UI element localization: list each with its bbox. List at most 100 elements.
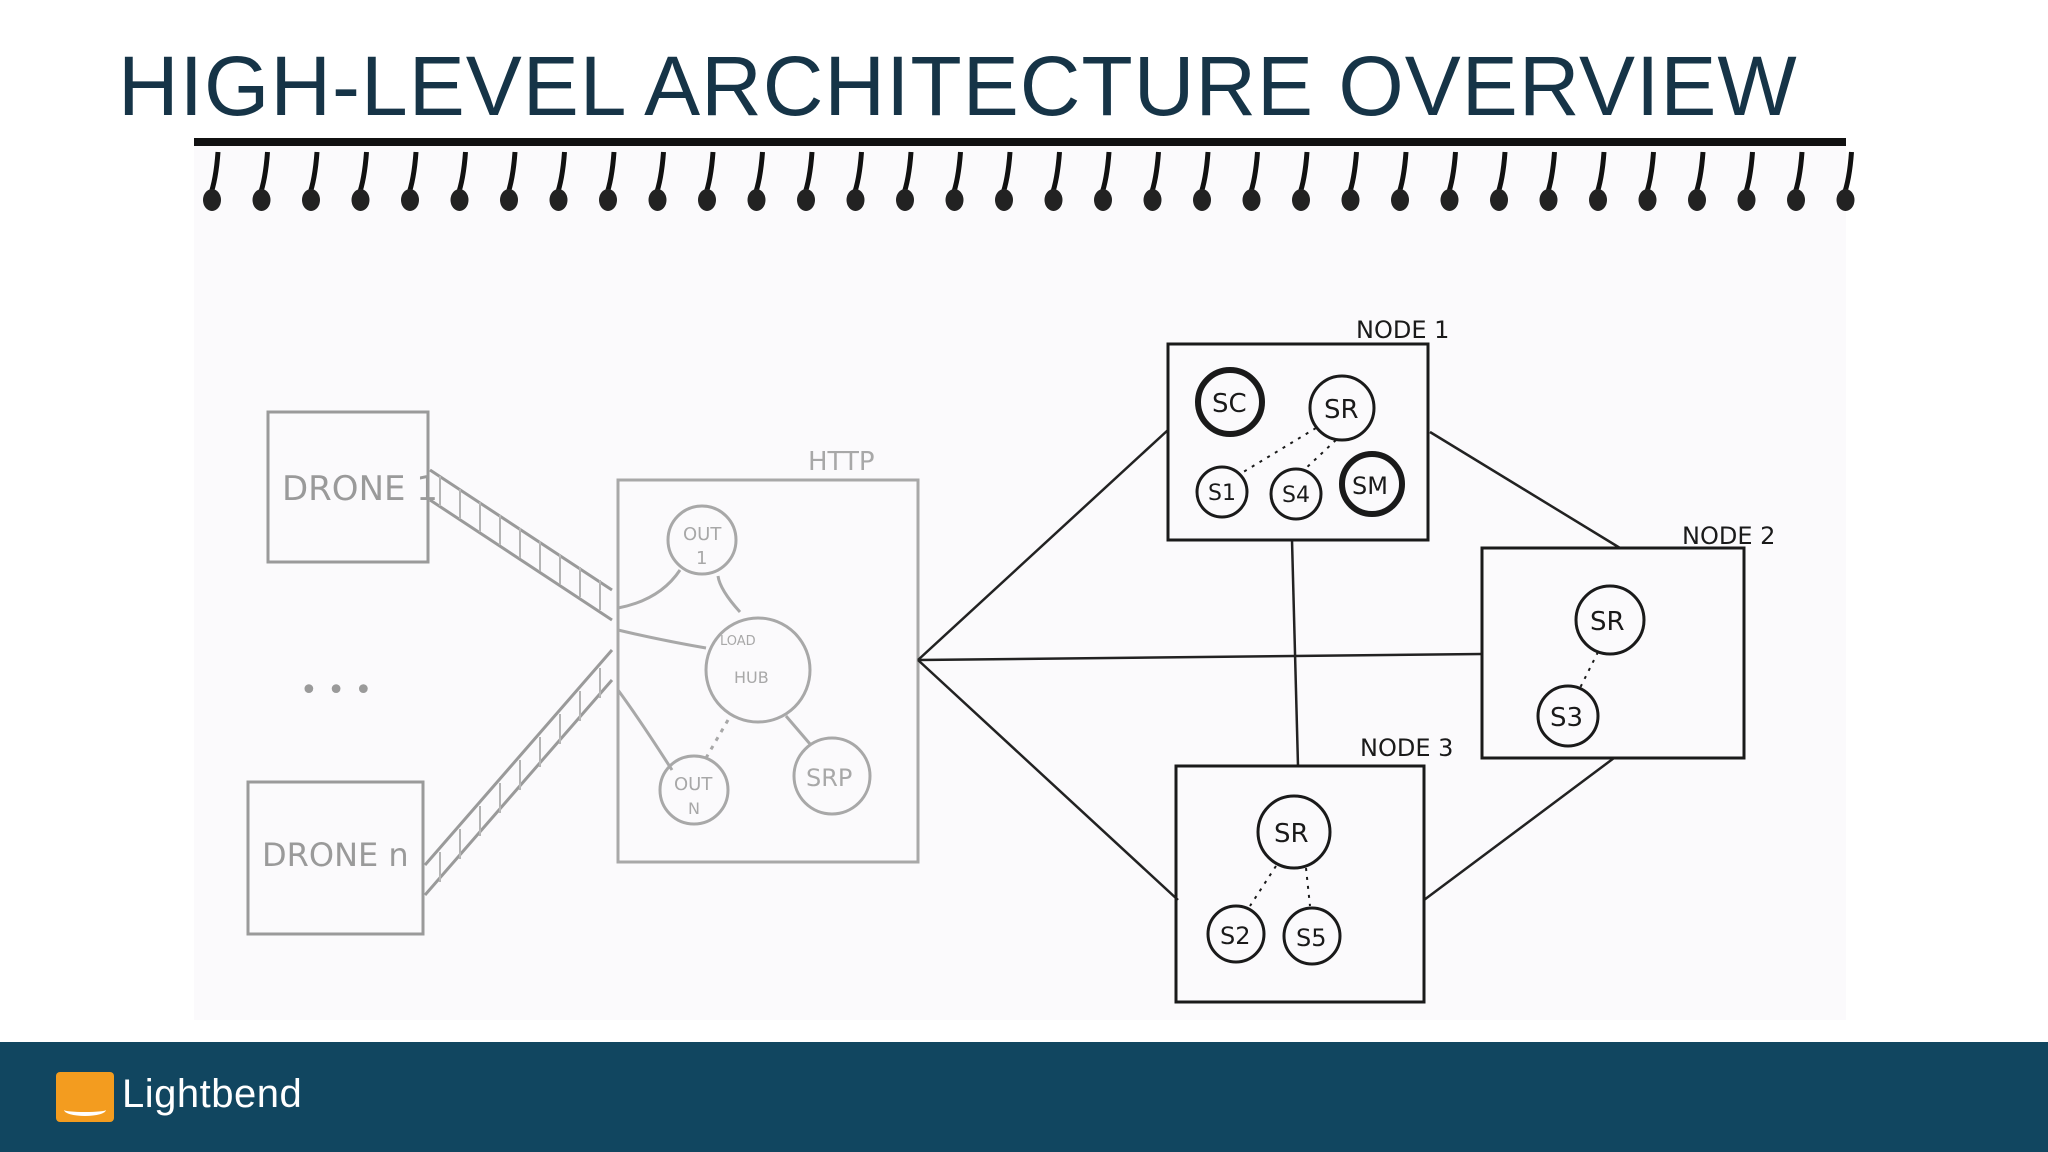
drone-1-box — [266, 410, 430, 564]
node-1-s1-circle — [1195, 465, 1249, 519]
drone-n-label: DRONE n — [262, 836, 409, 874]
drone-1-label: DRONE 1 — [282, 469, 438, 509]
channel-n-lines — [423, 649, 614, 896]
spiral-hole — [549, 189, 568, 211]
node-2-s3-circle — [1536, 684, 1600, 748]
node-3-sr: SR — [1274, 819, 1309, 849]
hub-circle — [704, 616, 812, 724]
srp-circle — [792, 736, 872, 816]
channel-hatching — [439, 476, 601, 882]
http-node1-link — [917, 429, 1169, 661]
spiral-hole — [302, 189, 320, 211]
spiral-hole — [995, 189, 1013, 211]
slide-title: HIGH-LEVEL ARCHITECTURE OVERVIEW — [118, 39, 1798, 133]
spiral-hole — [351, 189, 370, 211]
spiral-hole — [1143, 189, 1162, 211]
spiral-hole — [401, 189, 419, 211]
cluster-links — [917, 429, 1621, 902]
notebook-sketch — [194, 140, 1846, 1020]
spiral-hole — [1193, 189, 1211, 211]
binding-bar — [194, 138, 1846, 146]
node-1-sr: SR — [1324, 395, 1359, 425]
http-box — [616, 478, 920, 864]
node-1-group — [1166, 342, 1430, 542]
node-2-sr: SR — [1590, 607, 1625, 637]
spiral-hole — [1094, 189, 1112, 211]
spiral-hole — [1638, 189, 1657, 211]
spiral-hole — [1589, 189, 1607, 211]
node-2-shard-link — [1579, 651, 1599, 689]
spiral-hole — [1787, 189, 1805, 211]
spiral-hole — [252, 189, 271, 211]
spiral-hole — [648, 189, 667, 211]
node1-node3-link — [1290, 539, 1300, 767]
node2-node3-link — [1423, 756, 1615, 902]
spiral-hole — [1836, 189, 1855, 211]
node-1-label: NODE 1 — [1356, 316, 1449, 344]
spiral-hole — [1490, 189, 1508, 211]
footer-bar: Lightbend — [0, 1042, 2048, 1152]
hub-link — [617, 628, 707, 650]
node-1-box — [1166, 342, 1430, 542]
spiral-hole — [599, 189, 617, 211]
hub-outn-link — [704, 719, 730, 759]
node-3-s2-circle — [1206, 904, 1266, 964]
node1-node2-link — [1429, 430, 1621, 550]
spiral-binding — [203, 151, 1855, 211]
out-n-label: OUT — [674, 774, 713, 795]
http-node3-link — [917, 659, 1179, 901]
http-label: HTTP — [808, 447, 875, 477]
spiral-hole — [203, 189, 221, 211]
brand-name: Lightbend — [122, 1072, 303, 1116]
spiral-hole — [747, 189, 766, 211]
node-3-label: NODE 3 — [1360, 734, 1453, 762]
drones-ellipsis: • • • — [300, 673, 372, 708]
outn-link — [616, 689, 674, 771]
http-box-group — [616, 478, 920, 864]
out1-link — [617, 569, 682, 610]
node-1-sr-circle — [1308, 374, 1376, 442]
spiral-hole — [945, 189, 964, 211]
out-n-circle — [658, 754, 730, 826]
node-3-shard-links — [1249, 865, 1311, 907]
spiral-hole — [450, 189, 469, 211]
node-2-label: NODE 2 — [1682, 522, 1775, 550]
hub-top-label: LOAD — [720, 634, 756, 649]
architecture-diagram: DRONE 1 • • • DRONE n HTTP OUT 1 LOAD HU… — [194, 138, 1855, 1004]
hub-out1-link — [716, 575, 742, 614]
node-3-sr-circle — [1256, 794, 1332, 870]
spiral-hole — [1292, 189, 1310, 211]
out-n-number: N — [688, 799, 700, 818]
node-3-s5-circle — [1282, 906, 1342, 966]
spiral-hole — [1737, 189, 1756, 211]
spiral-hole — [797, 189, 815, 211]
node-2-sr-circle — [1574, 584, 1646, 656]
node-1-sm: SM — [1352, 472, 1388, 500]
node-1-s1: S1 — [1208, 481, 1236, 506]
node-3-group — [1174, 764, 1426, 1004]
node-1-sc: SC — [1212, 389, 1247, 419]
spiral-hole — [896, 189, 914, 211]
spiral-hole — [1440, 189, 1459, 211]
out-1-number: 1 — [696, 548, 707, 569]
spiral-hole — [1044, 189, 1063, 211]
lightbend-logo-icon — [56, 1072, 114, 1122]
node-3-s2: S2 — [1220, 922, 1251, 950]
out-1-circle — [666, 504, 738, 576]
node-3-s5: S5 — [1296, 924, 1327, 952]
out-1-label: OUT — [683, 524, 722, 545]
node-1-sc-circle — [1195, 367, 1265, 437]
spiral-hole — [1539, 189, 1558, 211]
node-2-box — [1480, 546, 1746, 760]
node-3-box — [1174, 764, 1426, 1004]
spiral-hole — [698, 189, 716, 211]
spiral-hole — [1242, 189, 1261, 211]
node-1-sm-circle — [1339, 451, 1405, 517]
node-2-s3: S3 — [1550, 703, 1583, 733]
spiral-hole — [1688, 189, 1706, 211]
spiral-hole — [500, 189, 518, 211]
spiral-hole — [846, 189, 865, 211]
drone-n-box — [246, 780, 425, 936]
spiral-hole — [1391, 189, 1409, 211]
hub-label: HUB — [734, 668, 769, 687]
